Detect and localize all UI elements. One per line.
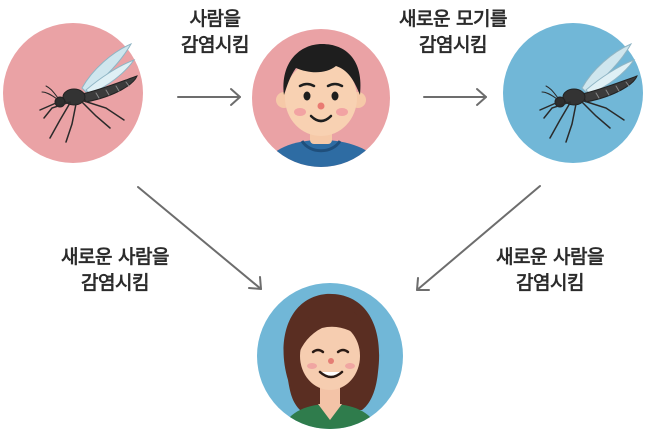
label-infects-new-human-right: 새로운 사람을 감염시킴 bbox=[455, 244, 645, 296]
label-line: 새로운 사람을 bbox=[61, 246, 170, 268]
arrow-boy-to-mosquito bbox=[423, 88, 487, 106]
label-line: 감염시킴 bbox=[419, 34, 487, 56]
arrow-mosquito-to-woman-right bbox=[416, 185, 541, 291]
node-woman bbox=[257, 283, 403, 429]
label-line: 감염시킴 bbox=[516, 272, 584, 294]
arrow-mosquito-to-boy bbox=[177, 88, 241, 106]
label-infects-human: 사람을 감염시킴 bbox=[150, 6, 280, 58]
label-line: 사람을 bbox=[189, 8, 241, 30]
arrow-mosquito-to-woman-left bbox=[137, 186, 262, 290]
label-line: 감염시킴 bbox=[181, 34, 249, 56]
label-infects-new-mosquito: 새로운 모기를 감염시킴 bbox=[378, 6, 528, 58]
label-line: 새로운 모기를 bbox=[399, 8, 508, 30]
label-line: 새로운 사람을 bbox=[496, 246, 605, 268]
mosquito-icon bbox=[39, 42, 138, 143]
arrows bbox=[137, 88, 541, 291]
node-mosquito-2 bbox=[503, 23, 643, 163]
label-infects-new-human-left: 새로운 사람을 감염시킴 bbox=[20, 244, 210, 296]
woman-icon bbox=[280, 293, 380, 429]
mosquito-icon bbox=[539, 42, 638, 143]
node-mosquito-1 bbox=[3, 23, 143, 163]
label-line: 감염시킴 bbox=[81, 272, 149, 294]
